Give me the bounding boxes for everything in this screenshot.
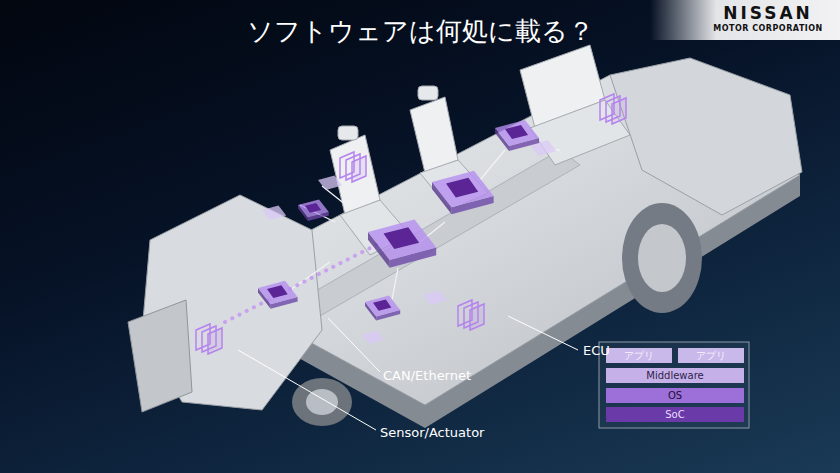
headrest bbox=[418, 86, 438, 100]
part-label: Sensor/Actuator bbox=[380, 425, 484, 441]
rear-body bbox=[610, 58, 802, 215]
bus-dots bbox=[225, 244, 378, 322]
sensor-icon bbox=[600, 94, 626, 124]
ecu-chip bbox=[298, 199, 329, 221]
ecu-chip bbox=[368, 220, 436, 268]
layer-label: Middleware bbox=[646, 369, 703, 382]
rear-wheel-disc bbox=[638, 224, 686, 292]
network-line bbox=[290, 150, 560, 300]
part-label: CAN/Ethernet bbox=[383, 368, 471, 384]
ecu-light bbox=[362, 331, 384, 344]
layer-label: アプリ bbox=[624, 349, 654, 362]
front-wheel-hub bbox=[292, 378, 352, 426]
headrest bbox=[338, 126, 358, 140]
sensor-icon bbox=[196, 324, 222, 354]
seat-back bbox=[410, 97, 458, 173]
part-label: ECU bbox=[583, 343, 610, 359]
layer-label: アプリ bbox=[696, 349, 726, 362]
leader-line bbox=[238, 350, 376, 430]
ecu-light bbox=[262, 206, 286, 220]
stack-layer: SoC bbox=[606, 407, 744, 422]
ecu-chip bbox=[365, 296, 400, 321]
stack-layer: Middleware bbox=[606, 368, 744, 383]
sensor-icon bbox=[340, 152, 366, 182]
logo-plate bbox=[650, 0, 840, 40]
leader-line bbox=[328, 318, 380, 372]
leader-line bbox=[508, 316, 578, 350]
ecu-chip bbox=[258, 281, 298, 309]
layer-label: OS bbox=[668, 389, 682, 402]
ecu-light bbox=[318, 176, 342, 190]
layer-label: SoC bbox=[665, 408, 684, 421]
stack-frame bbox=[599, 342, 749, 428]
stack-layer: OS bbox=[606, 388, 744, 403]
ecu-light bbox=[423, 291, 447, 305]
stack-layer: アプリ bbox=[678, 348, 744, 363]
ecu-chip bbox=[495, 120, 539, 151]
logo-wordmark: NISSAN bbox=[700, 3, 836, 23]
logo-subtitle: MOTOR CORPORATION bbox=[700, 24, 836, 34]
sensor-icon bbox=[458, 300, 484, 330]
rear-wheel-hub bbox=[622, 203, 702, 313]
front-wheel-disc bbox=[306, 389, 338, 415]
front-panel bbox=[128, 300, 192, 412]
ecu-chip bbox=[432, 171, 494, 214]
stack-layer: アプリ bbox=[606, 348, 672, 363]
